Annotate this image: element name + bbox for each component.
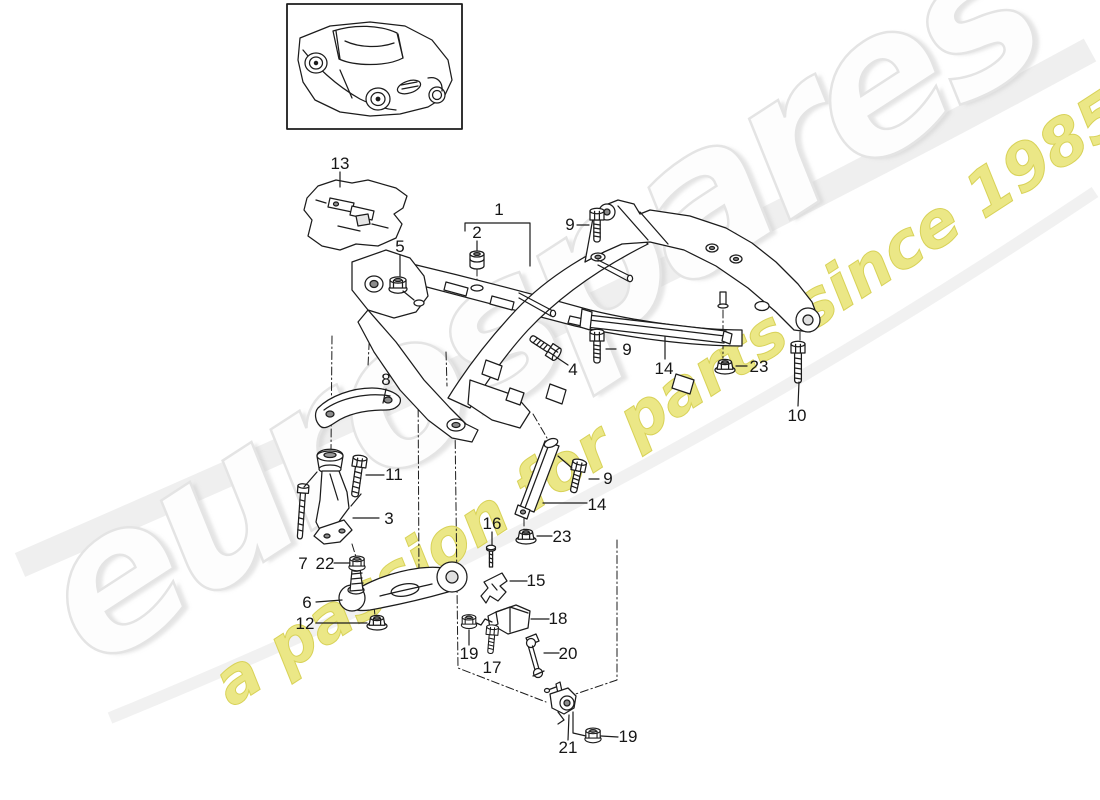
part-14-reinforcement-rail-2 [514, 437, 560, 520]
callout-14: 14 [587, 495, 607, 514]
callout-23: 23 [749, 357, 769, 376]
callout-7: 7 [298, 554, 308, 573]
callout-10: 10 [787, 406, 807, 425]
callout-12: 12 [295, 614, 315, 633]
part-14-reinforcement-rail [579, 308, 733, 345]
callout-11: 11 [385, 465, 403, 484]
leader-lines [303, 171, 800, 741]
callout-13: 13 [330, 154, 350, 173]
callout-5: 5 [395, 237, 405, 256]
callout-23: 23 [552, 527, 572, 546]
callout-4: 4 [568, 360, 578, 379]
callout-1: 1 [494, 200, 504, 219]
part-20-sensor-link [525, 633, 545, 679]
swoosh-curve-lower [107, 187, 1099, 724]
vehicle-thumbnail [286, 3, 463, 130]
part-18-level-sensor [473, 604, 531, 635]
callout-20: 20 [558, 644, 578, 663]
part-1-cross-member [351, 199, 821, 443]
callout-18: 18 [548, 609, 568, 628]
callout-17: 17 [482, 658, 502, 677]
callout-19: 19 [618, 727, 638, 746]
part-3-support-link [313, 448, 353, 545]
callout-9: 9 [622, 340, 632, 359]
callout-22: 22 [315, 554, 335, 573]
part-21-bracket [543, 681, 577, 725]
part-13-heat-shield [303, 179, 408, 251]
part-8-support [314, 387, 402, 429]
callout-14: 14 [654, 359, 674, 378]
callout-19: 19 [459, 644, 479, 663]
callout-2: 2 [472, 223, 482, 242]
callout-8: 8 [381, 370, 391, 389]
callout-16: 16 [482, 514, 502, 533]
callout-3: 3 [384, 509, 394, 528]
callout-9: 9 [603, 469, 613, 488]
callout-15: 15 [526, 571, 546, 590]
callout-9: 9 [565, 215, 575, 234]
part-15-bracket [480, 572, 508, 604]
callout-21: 21 [558, 738, 578, 757]
callout-6: 6 [302, 593, 312, 612]
